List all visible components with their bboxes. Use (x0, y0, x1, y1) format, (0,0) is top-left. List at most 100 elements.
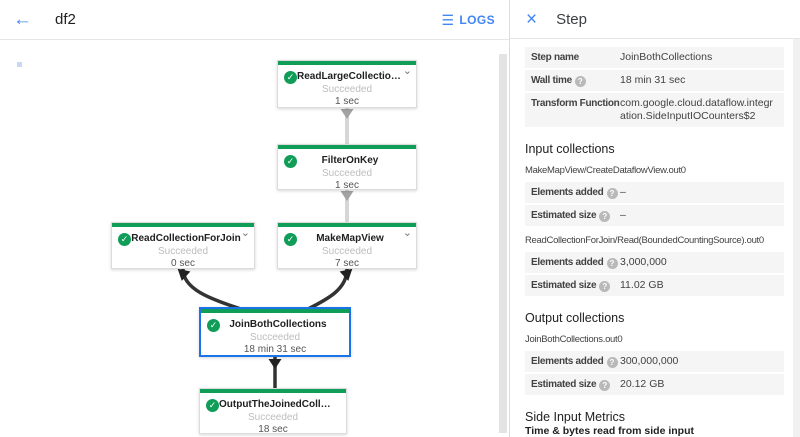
collection-name: ReadCollectionForJoin/Read(BoundedCounti… (525, 235, 764, 246)
edge-arrowhead (339, 268, 353, 281)
graph-node-outputthejoined[interactable]: ✓ OutputTheJoinedCollec... Succeeded 18 … (199, 388, 347, 435)
step-panel-title: Step (556, 10, 587, 28)
node-status: Succeeded (157, 246, 209, 257)
success-check-icon: ✓ (284, 71, 297, 84)
panel-scrollbar[interactable] (793, 39, 800, 437)
step-panel-header: × Step (510, 0, 800, 39)
node-title: MakeMapView (316, 233, 384, 244)
success-check-icon: ✓ (284, 233, 297, 246)
metric-label: Estimated size (531, 280, 597, 291)
summary-value: JoinBothCollections (620, 51, 713, 63)
node-title: FilterOnKey (321, 155, 379, 166)
metric-row-estimated-size: Estimated size? 20.12 GB (525, 374, 784, 395)
job-title: df2 (55, 11, 76, 28)
input-collections-heading: Input collections (525, 142, 615, 156)
success-check-icon: ✓ (118, 233, 131, 246)
node-status-bar (278, 145, 416, 149)
summary-row-transform-function: Transform Function com.google.cloud.data… (525, 93, 784, 127)
metric-row-elements-added: Elements added? – (525, 182, 784, 203)
help-icon[interactable]: ? (606, 188, 618, 199)
node-status-bar (112, 223, 254, 227)
summary-label: Step name (531, 52, 579, 63)
edge-arrowhead (177, 268, 191, 281)
success-check-icon: ✓ (207, 319, 220, 332)
graph-node-makemapview[interactable]: ✓ ⌄ MakeMapView Succeeded 7 sec (277, 222, 417, 269)
graph-scrollbar[interactable] (499, 54, 507, 433)
metric-row-elements-added: Elements added? 3,000,000 (525, 252, 784, 273)
node-status: Succeeded (321, 168, 373, 179)
node-title: JoinBothCollections (229, 319, 327, 330)
close-icon[interactable]: × (526, 8, 538, 30)
side-input-metrics-subheading: Time & bytes read from side input (525, 425, 695, 437)
graph-node-filteronkey[interactable]: ✓ FilterOnKey Succeeded 1 sec (277, 144, 417, 191)
node-wall-time: 7 sec (335, 258, 359, 269)
summary-value: 18 min 31 sec (620, 74, 686, 86)
node-title: ReadLargeCollectionFr... (297, 71, 415, 82)
edge-arrowhead (268, 359, 282, 369)
chevron-down-icon[interactable]: ⌄ (240, 227, 250, 239)
metric-label: Elements added (531, 257, 604, 268)
node-wall-time: 1 sec (335, 180, 359, 191)
node-wall-time: 0 sec (171, 258, 195, 269)
output-collections-heading: Output collections (525, 311, 625, 325)
pipeline-graph-canvas[interactable]: ✓ ⌄ ReadLargeCollectionFr... Succeeded 1… (0, 41, 509, 437)
back-arrow-icon[interactable]: ← (13, 9, 32, 30)
metric-label: Estimated size (531, 210, 597, 221)
logs-button-label: LOGS (459, 12, 495, 27)
summary-value: com.google.cloud.dataflow.integration.Si… (620, 97, 773, 122)
node-wall-time: 18 sec (258, 424, 288, 435)
graph-canvas-dot (17, 62, 22, 67)
step-details-panel: × Step Step name JoinBothCollections Wal… (509, 0, 800, 437)
node-status: Succeeded (321, 246, 373, 257)
metric-row-elements-added: Elements added? 300,000,000 (525, 351, 784, 372)
chevron-down-icon[interactable]: ⌄ (402, 65, 412, 77)
metric-value: 20.12 GB (620, 378, 665, 390)
logs-icon: ☰ (441, 11, 455, 28)
metric-value: – (620, 209, 626, 221)
help-icon[interactable]: ? (599, 281, 611, 292)
summary-label: Transform Function (531, 98, 620, 109)
success-check-icon: ✓ (284, 155, 297, 168)
node-status-bar (201, 309, 349, 313)
graph-node-joinbothcollections-selected[interactable]: ✓ JoinBothCollections Succeeded 18 min 3… (199, 307, 351, 357)
node-wall-time: 18 min 31 sec (243, 344, 307, 355)
node-status-bar (278, 223, 416, 227)
summary-label: Wall time (531, 75, 572, 86)
help-icon[interactable]: ? (599, 380, 611, 391)
step-panel-body: Step name JoinBothCollections Wall time?… (510, 39, 792, 437)
metric-row-estimated-size: Estimated size? 11.02 GB (525, 275, 784, 296)
metric-row-estimated-size: Estimated size? – (525, 205, 784, 226)
summary-row-step-name: Step name JoinBothCollections (525, 47, 784, 68)
metric-value: 3,000,000 (620, 256, 667, 268)
metric-value: – (620, 186, 626, 198)
graph-node-readlargecollection[interactable]: ✓ ⌄ ReadLargeCollectionFr... Succeeded 1… (277, 60, 417, 108)
metric-value: 300,000,000 (620, 355, 679, 367)
metric-label: Elements added (531, 187, 604, 198)
node-status: Succeeded (247, 412, 299, 423)
graph-edges (177, 108, 354, 388)
node-title: ReadCollectionForJoin (131, 233, 241, 244)
edge-dark (181, 268, 242, 311)
chevron-down-icon[interactable]: ⌄ (402, 227, 412, 239)
help-icon[interactable]: ? (606, 357, 618, 368)
logs-button[interactable]: ☰ LOGS (441, 13, 495, 27)
node-status-bar (200, 389, 346, 393)
edge-arrowhead (340, 109, 354, 119)
collection-name: JoinBothCollections.out0 (525, 334, 623, 345)
top-bar: ← df2 ☰ LOGS (0, 0, 509, 40)
metric-label: Elements added (531, 356, 604, 367)
side-input-metrics-heading: Side Input Metrics (525, 410, 626, 424)
node-status: Succeeded (249, 332, 301, 343)
edge-arrowhead (340, 191, 354, 201)
node-title: OutputTheJoinedCollec... (219, 399, 341, 410)
help-icon[interactable]: ? (574, 76, 586, 87)
success-check-icon: ✓ (206, 399, 219, 412)
graph-node-readcollectionforjoin[interactable]: ✓ ⌄ ReadCollectionForJoin Succeeded 0 se… (111, 222, 255, 269)
summary-row-wall-time: Wall time? 18 min 31 sec (525, 70, 784, 91)
help-icon[interactable]: ? (606, 258, 618, 269)
node-status: Succeeded (321, 84, 373, 95)
node-status-bar (278, 61, 416, 65)
metric-value: 11.02 GB (620, 279, 664, 291)
help-icon[interactable]: ? (599, 211, 611, 222)
